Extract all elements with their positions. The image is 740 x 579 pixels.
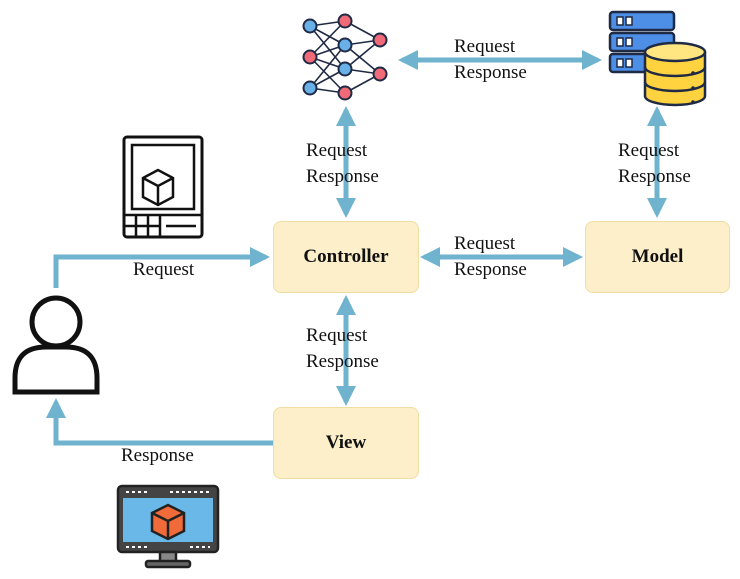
server-database-icon <box>608 10 707 107</box>
label-user-controller-request: Request <box>133 259 195 280</box>
label-view-user: Response <box>121 443 194 469</box>
label-ai-controller-request: Request <box>306 140 368 161</box>
label-ai-controller: Request Response <box>306 138 379 190</box>
label-user-controller: Request <box>133 257 194 283</box>
controller-box: Controller <box>273 221 419 293</box>
label-controller-view-response: Response <box>306 351 379 372</box>
label-db-model-response: Response <box>618 166 691 187</box>
view-box: View <box>273 407 419 479</box>
arrow-view-user <box>46 398 274 446</box>
neural-network-icon <box>302 13 388 101</box>
label-ai-db-request: Request <box>454 36 516 57</box>
label-controller-model-response: Response <box>454 259 527 280</box>
label-db-model-request: Request <box>618 140 680 161</box>
label-ai-db-response: Response <box>454 62 527 83</box>
label-db-model: Request Response <box>618 138 691 190</box>
tablet-3d-cube-icon <box>122 135 204 239</box>
arrow-user-controller <box>53 247 270 288</box>
label-view-user-response: Response <box>121 445 194 466</box>
monitor-3d-cube-icon <box>116 484 220 569</box>
label-controller-view-request: Request <box>306 325 368 346</box>
label-ai-db: Request Response <box>454 34 527 86</box>
user-icon <box>12 295 100 395</box>
label-controller-model-request: Request <box>454 233 516 254</box>
label-controller-view: Request Response <box>306 323 379 375</box>
label-ai-controller-response: Response <box>306 166 379 187</box>
label-controller-model: Request Response <box>454 231 527 283</box>
model-box: Model <box>585 221 730 293</box>
